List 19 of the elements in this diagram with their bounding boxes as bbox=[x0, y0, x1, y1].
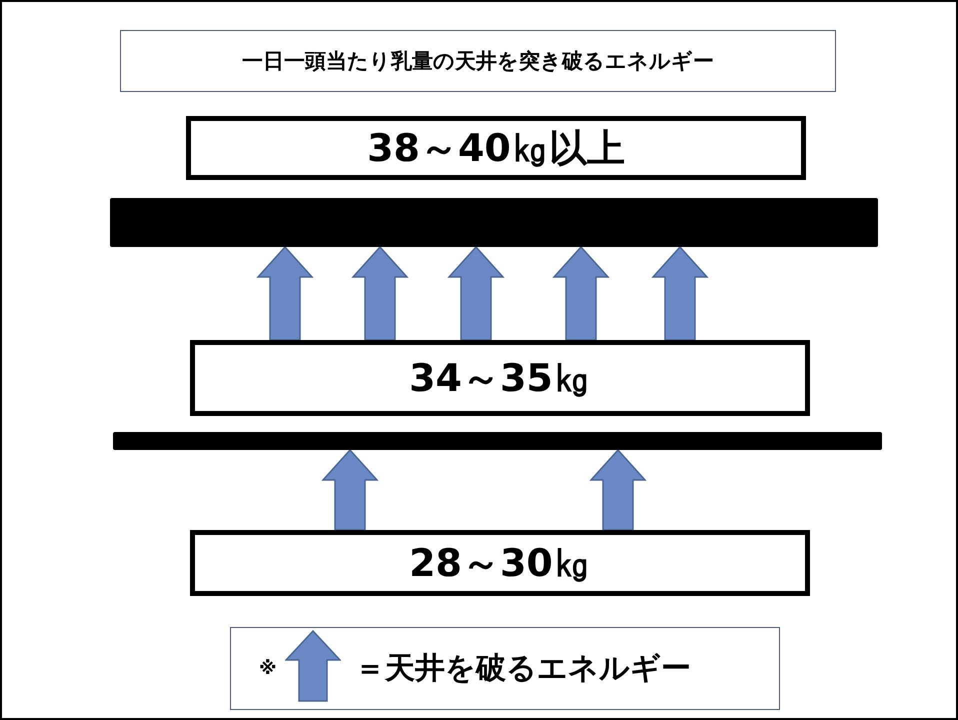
block-arrow bbox=[256, 246, 314, 341]
block-arrow bbox=[351, 246, 409, 341]
value-text: 28～30㎏ bbox=[409, 540, 591, 586]
value-text: 34～35㎏ bbox=[409, 354, 591, 402]
block-arrow bbox=[552, 246, 610, 341]
title-box bbox=[120, 30, 836, 92]
value-text: 一日一頭当たり乳量の天井を突き破るエネルギー bbox=[242, 48, 714, 75]
block-arrow bbox=[321, 448, 379, 531]
block-arrow bbox=[447, 246, 505, 341]
ceiling-bar bbox=[110, 198, 878, 247]
value-box bbox=[190, 340, 810, 416]
value-box bbox=[186, 116, 806, 180]
legend-text: ＝天井を破るエネルギー bbox=[355, 650, 691, 688]
value-text: 38～40㎏以上 bbox=[367, 124, 625, 172]
block-arrow bbox=[651, 246, 709, 341]
ceiling-bar bbox=[113, 432, 882, 450]
value-box bbox=[190, 530, 810, 596]
block-arrow bbox=[589, 448, 647, 531]
note-mark: ※ bbox=[259, 658, 276, 679]
